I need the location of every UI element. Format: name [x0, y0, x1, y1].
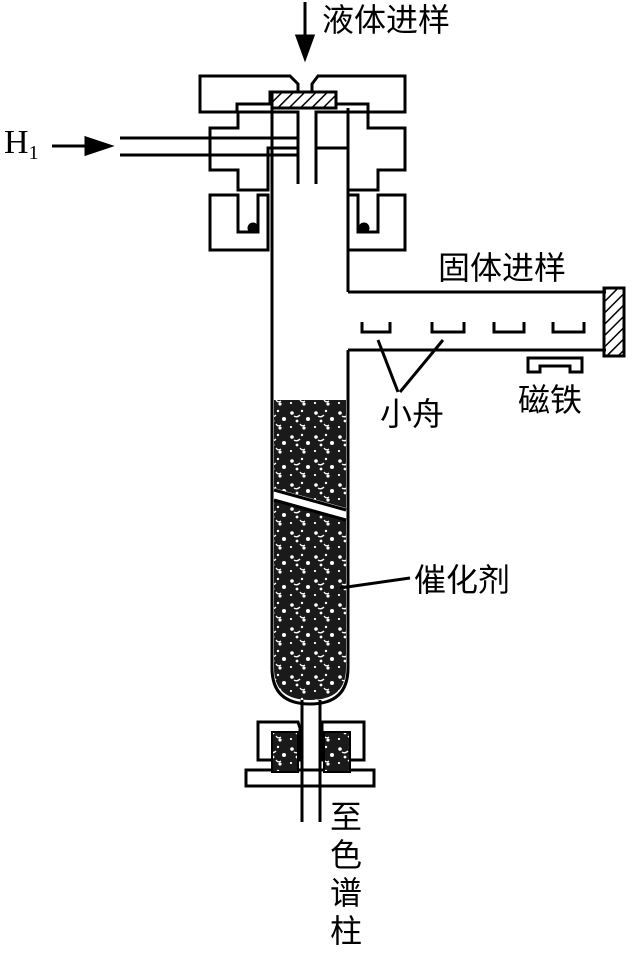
catalyst-bed — [273, 400, 347, 700]
septum-cap — [198, 74, 300, 114]
injector-body — [208, 110, 300, 192]
magnet-label: 磁铁 — [518, 381, 583, 419]
catalyst-tube — [270, 398, 350, 706]
side-arm — [346, 290, 606, 398]
sample-boats — [360, 322, 586, 334]
h1-label: H1 — [4, 124, 39, 164]
h1-subscript: 1 — [28, 142, 39, 164]
outlet-fitting — [244, 700, 376, 822]
catalyst-label: 催化剂 — [414, 561, 511, 599]
to-column-label: 至色谱柱 — [325, 800, 363, 952]
h1-main: H — [4, 124, 29, 161]
lower-fitting — [208, 193, 270, 252]
liquid-injection-label: 液体进样 — [322, 1, 451, 39]
boats-label: 小舟 — [380, 395, 445, 433]
liquid-injection-arrow — [294, 2, 316, 63]
h1-arrow — [52, 135, 115, 157]
septum — [270, 90, 338, 110]
solid-injection-label: 固体进样 — [438, 249, 567, 287]
solid-injection-cap — [602, 286, 626, 358]
magnet — [526, 356, 584, 374]
